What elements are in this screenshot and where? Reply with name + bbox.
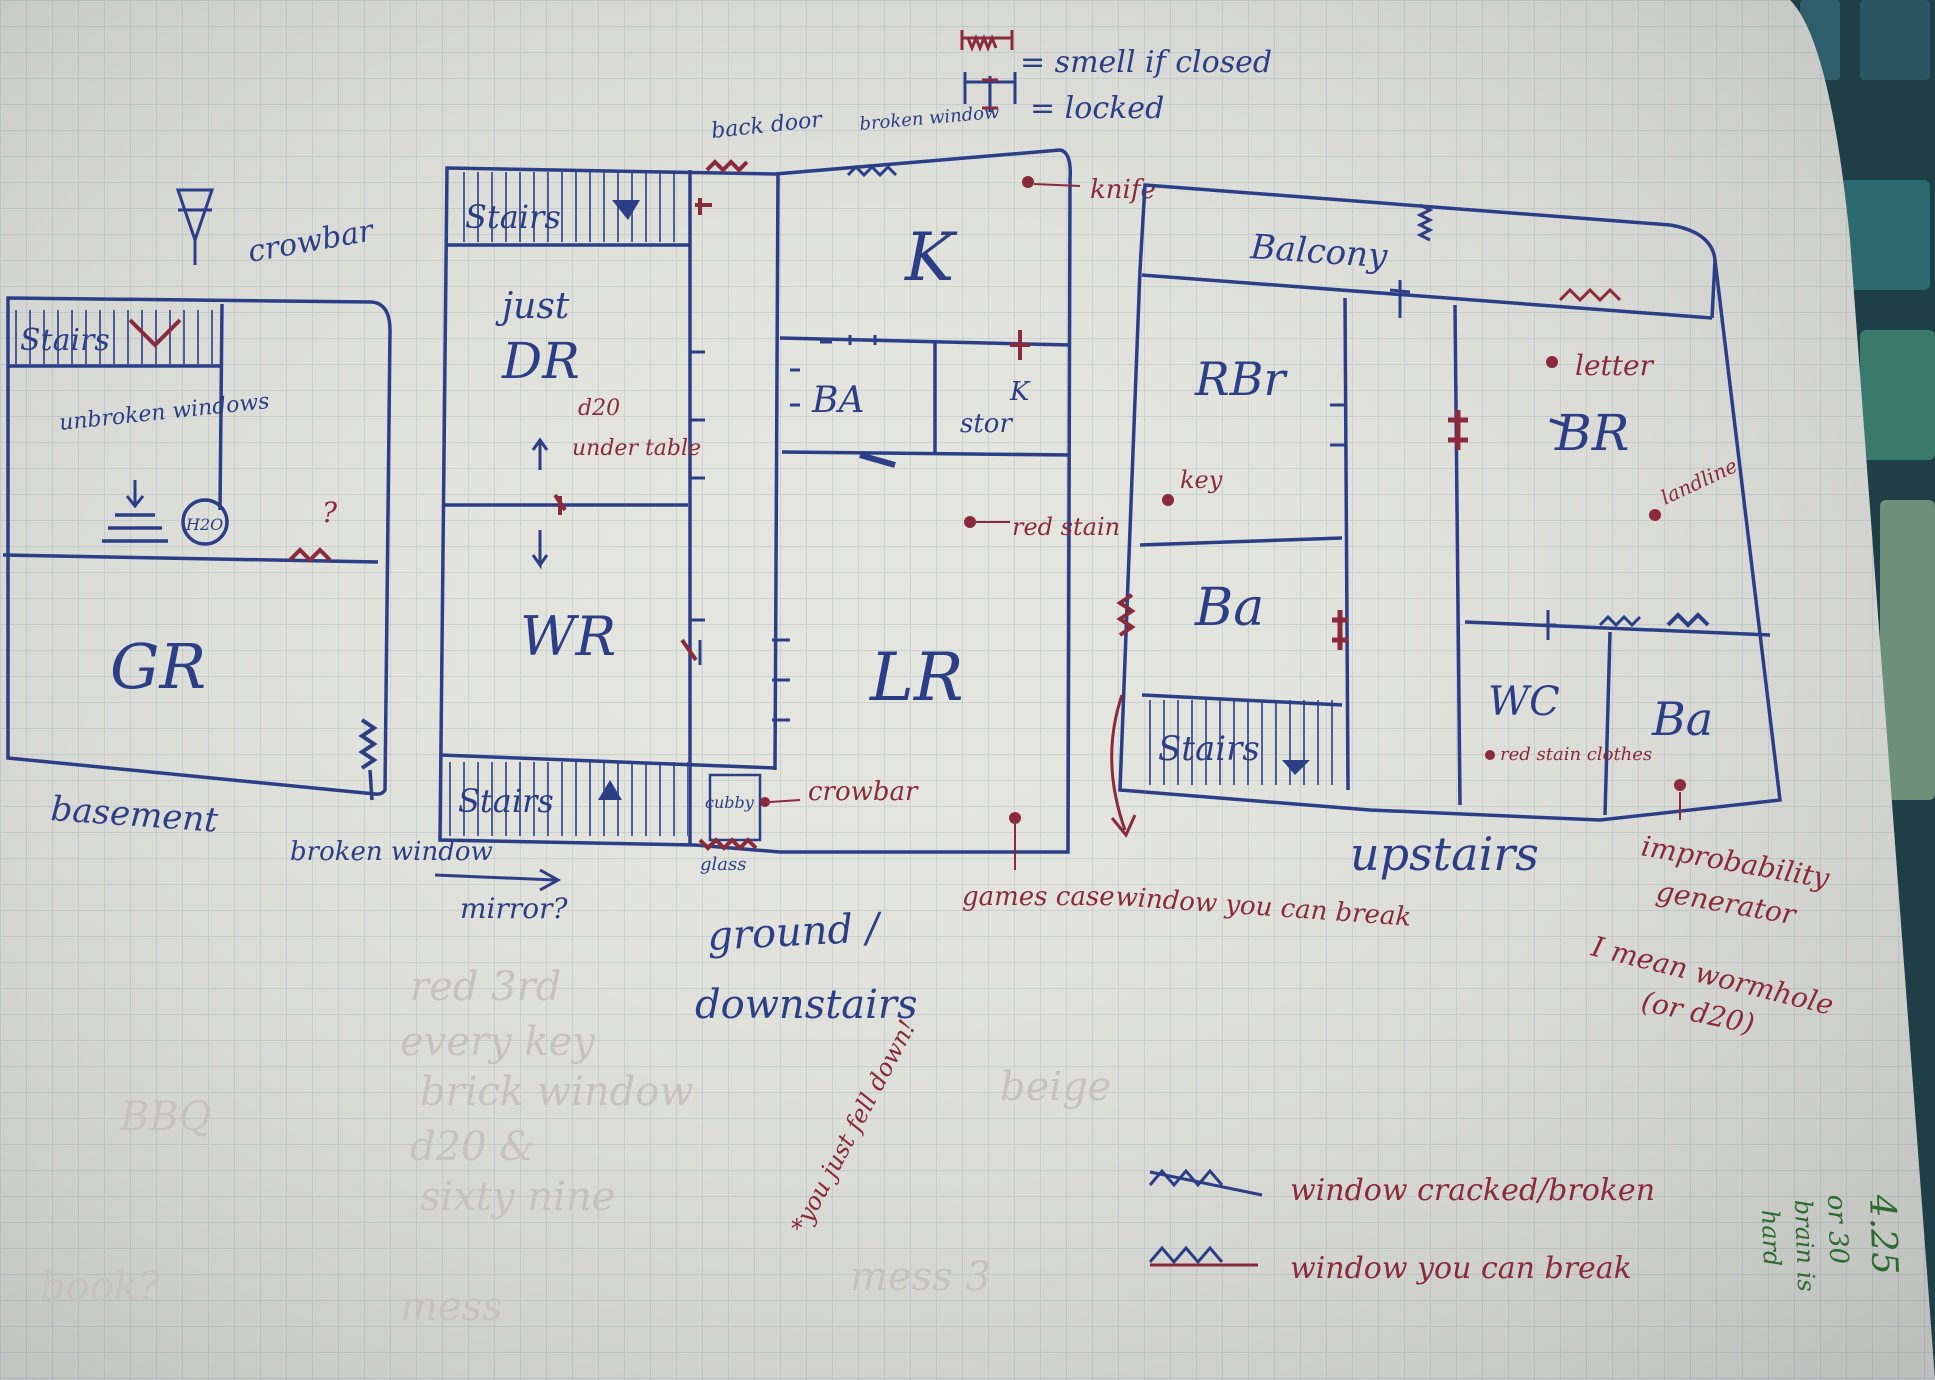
window-legend [1148,1168,1263,1267]
basement-plan [2,188,392,801]
ground-stairs-top-label: Stairs [465,198,561,236]
faint-note-4: d20 & [410,1124,535,1170]
ground-lr-label: LR [869,639,964,716]
upstairs-plan [1110,183,1782,838]
ground-stairs-bottom-label: Stairs [458,782,554,820]
basement-stairs-label: Stairs [20,323,110,358]
faint-note-1: red 3rd [410,964,561,1010]
water-heater-icon [181,498,229,546]
upstairs-balcony-label: Balcony [1248,227,1389,277]
corner-note-line-1: 4.25 [1861,1193,1905,1276]
ground-just-label: just [495,286,570,327]
games-case-marker [1009,812,1021,824]
legend-cracked-label: window cracked/broken [1290,1173,1655,1208]
ground-under-table-label: under table [572,436,701,461]
upstairs-stairs-label: Stairs [1158,729,1260,769]
upstairs-rbr-label: RBr [1194,352,1288,406]
ground-title-2: downstairs [695,982,918,1028]
trapdoor-icon [175,188,215,265]
knife-marker [1022,176,1034,188]
ground-glass-label: glass [700,854,747,875]
faint-note-10: beige [1000,1064,1111,1110]
upstairs-title: upstairs [1350,827,1539,881]
closed-symbol-icon [960,30,1014,53]
key-marker [1162,494,1174,506]
corner-note-line-3: brain is [1789,1199,1820,1292]
faint-notes: red 3rd every key brick window d20 & six… [40,964,1111,1330]
upstairs-key-label: key [1180,466,1223,494]
corner-note-line-2: or 30 [1821,1194,1853,1264]
faint-note-9: mess 3 [850,1254,991,1300]
improbability-marker [1674,779,1686,791]
locked-symbol-icon [963,72,1017,112]
faint-note-2: every key [400,1019,596,1065]
crowbar-marker [760,797,770,807]
upstairs-letter-label: letter [1575,349,1655,382]
red-stain-marker [964,516,976,528]
legend-locked-label: = locked [1030,91,1164,126]
ground-red-stain-label: red stain [1012,513,1120,541]
ground-k-stor-label-1: K [1009,377,1031,407]
corner-note-line-4: hard [1756,1209,1786,1267]
ground-cubby-label: cubby [705,793,755,812]
ground-ba-label: BA [811,380,864,421]
upstairs-br-label: BR [1554,404,1629,462]
legend-breakable-label: window you can break [1290,1251,1632,1286]
corner-note: 4.25 or 30 brain is hard [1756,1193,1905,1292]
landline-marker [1649,509,1661,521]
basement-question-mark: ? [322,496,338,529]
faint-note-7: book? [40,1264,160,1310]
ground-title-1: ground / [706,905,884,960]
faint-note-3: brick window [420,1069,694,1115]
ground-k-stor-label-2: stor [960,409,1013,439]
faint-note-5: sixty nine [420,1174,615,1220]
upstairs-ba-left-label: Ba [1194,578,1264,638]
ground-mirror-label: mirror? [460,892,569,925]
upstairs-red-stain-clothes-label: red stain clothes [1500,744,1652,765]
ground-games-case-label: games case [962,882,1115,912]
upstairs-wc-label: WC [1488,679,1560,725]
ground-crowbar-label: crowbar [808,777,919,807]
ground-wr-label: WR [520,605,616,668]
basement-h2o-label: H2O [185,515,223,534]
ground-d20-label: d20 [578,396,620,421]
legend-closed-label: = smell if closed [1020,45,1272,80]
upstairs-ba-right-label: Ba [1651,692,1713,746]
legend: = smell if closed = locked [960,30,1272,126]
ground-dr-label: DR [501,332,580,390]
ground-floor-plan [434,148,1073,892]
faint-note-8: mess [400,1284,503,1330]
basement-gr-label: GR [110,630,206,703]
faint-note-6: BBQ [119,1094,212,1140]
letter-marker [1546,356,1558,368]
ground-k-label: K [904,219,958,296]
red-stain-clothes-marker [1485,750,1495,760]
